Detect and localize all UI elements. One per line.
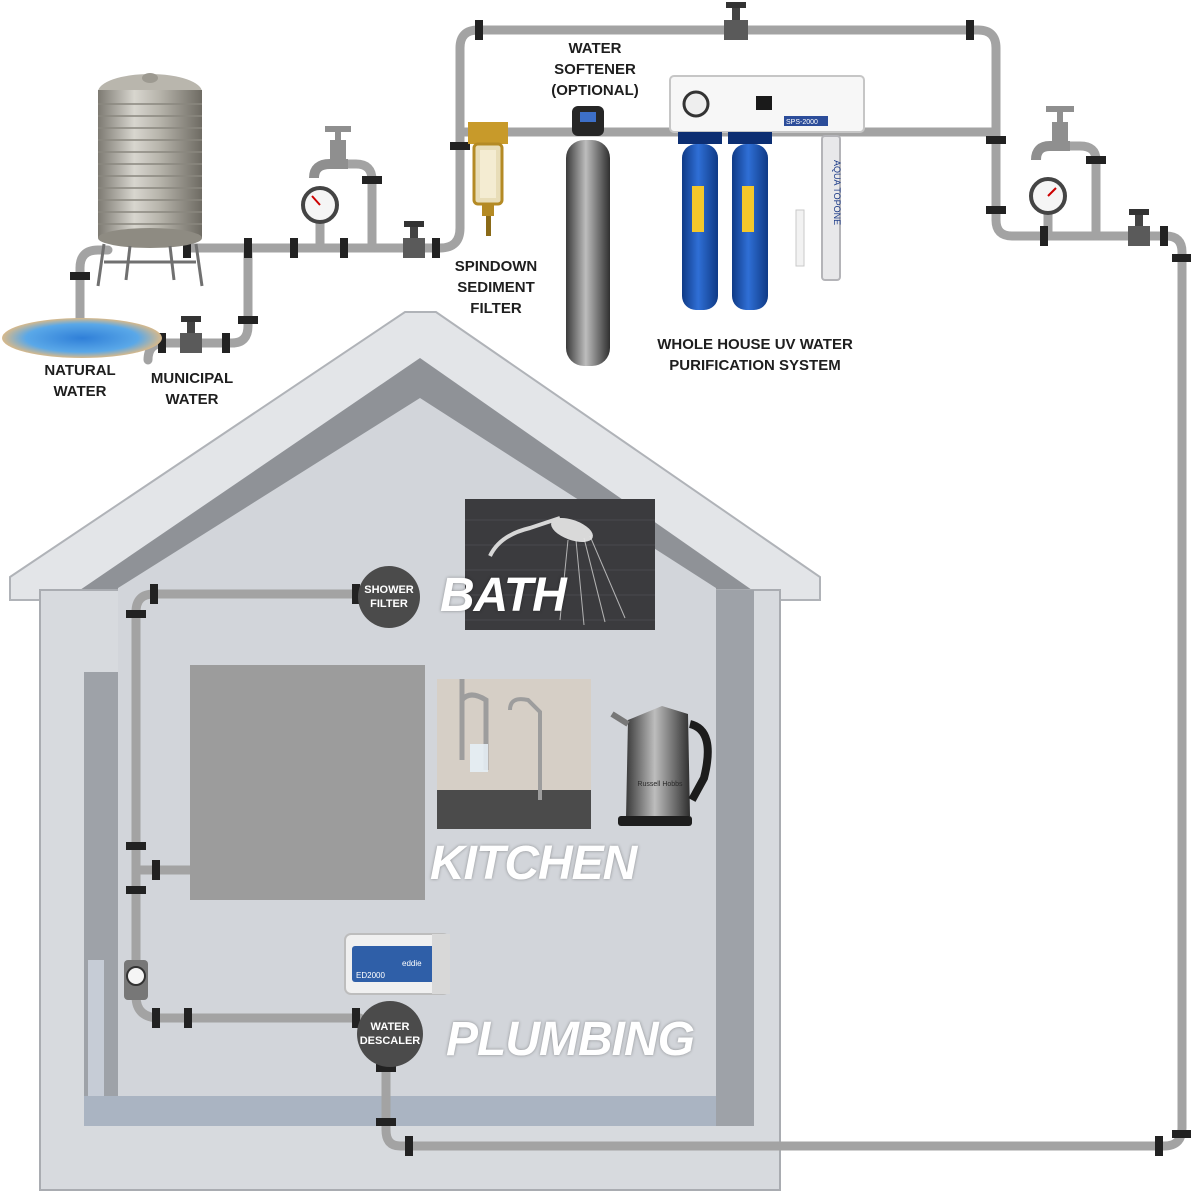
descaler-model-text: ED2000 (356, 971, 385, 980)
house-window-left (88, 960, 104, 1096)
house-inner-wall-right (716, 590, 754, 1126)
gauge-right (1029, 177, 1067, 215)
valves (180, 2, 1150, 353)
house-inner-floor (84, 1096, 734, 1126)
spindown-filter-label: SPINDOWN SEDIMENT FILTER (454, 258, 538, 317)
valve-top (724, 2, 748, 40)
natural-water-label: NATURAL WATER (44, 362, 116, 400)
water-descaler-bubble (357, 1001, 423, 1067)
pipe-main-inlet (185, 25, 1187, 1151)
valve-inlet (403, 221, 425, 258)
pipe-tank-drop (75, 245, 113, 335)
water-softener (566, 106, 610, 366)
shower-photo (465, 499, 655, 630)
kitchen-panel (190, 665, 425, 900)
shower-filter-text: SHOWER FILTER (364, 584, 414, 610)
plumbing-label: PLUMBING (446, 1013, 695, 1066)
uv-lamp-brand-text: AQUA TOPONE (832, 160, 842, 225)
tap-left (309, 126, 351, 179)
descaler-unit: eddie ED2000 (344, 933, 450, 995)
taps (309, 106, 1074, 179)
bath-label: BATH (440, 569, 567, 622)
tap-right (1031, 106, 1074, 161)
water-descaler-text: WATER DESCALER (359, 1021, 421, 1047)
pressure-gauges (124, 177, 1067, 1000)
gauge-interior (124, 960, 148, 1000)
uv-model-text: SPS-2000 (786, 119, 818, 126)
pipe-house-riser (131, 589, 365, 1023)
uv-purification-system: SPS-2000 AQUA TOPONE (669, 75, 865, 310)
natural-water-pool (2, 318, 162, 358)
water-softener-label: WATER SOFTENER (OPTIONAL) (551, 40, 639, 99)
kettle-brand-text: Russell Hobbs (637, 781, 683, 788)
uv-system-label: WHOLE HOUSE UV WATER PURIFICATION SYSTEM (657, 336, 853, 374)
kettle: Russell Hobbs (610, 706, 712, 826)
valve-municipal (180, 316, 202, 353)
descaler-brand-text: eddie (402, 959, 422, 968)
valve-outlet (1128, 209, 1150, 246)
spindown-filter (468, 122, 508, 236)
shower-filter-bubble (358, 566, 420, 628)
kitchen-label: KITCHEN (430, 837, 637, 890)
interior-pipes (131, 589, 365, 1023)
gauge-left (301, 186, 339, 224)
kitchen-photo (437, 679, 591, 829)
water-tank (96, 73, 204, 287)
pipe-municipal (143, 245, 253, 365)
municipal-water-label: MUNICIPAL WATER (150, 370, 234, 408)
